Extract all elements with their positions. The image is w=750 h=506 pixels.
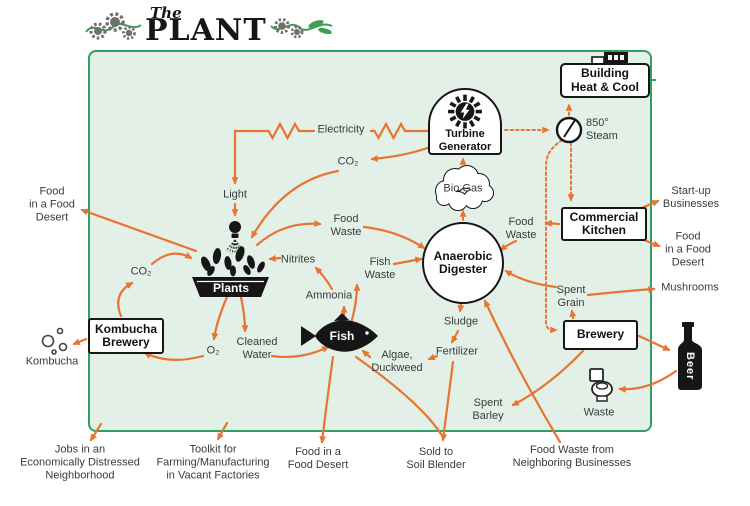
label-bio-gas: Bio Gas	[443, 182, 483, 195]
node-turbine-generator: Turbine Generator	[428, 88, 502, 155]
label-fertilizer: Fertilizer	[435, 345, 479, 358]
output-toolkit: Toolkit for Farming/Manufacturing in Vac…	[156, 443, 270, 482]
label-ammonia: Ammonia	[305, 289, 353, 302]
label-waste: Waste	[583, 406, 615, 419]
label-co2-from-kombucha: CO₂	[130, 265, 152, 278]
label-nitrites: Nitrites	[280, 253, 316, 266]
logo-plant: PLANT	[145, 12, 267, 48]
logo-the: The	[150, 3, 182, 22]
output-mushrooms: Mushrooms	[661, 281, 719, 294]
output-jobs: Jobs in an Economically Distressed Neigh…	[20, 443, 140, 482]
beer-label: Beer	[684, 351, 696, 381]
label-algae-duckweed: Algae, Duckweed	[371, 349, 423, 374]
label-food-waste-plants: Food Waste	[330, 213, 362, 238]
label-sludge: Sludge	[443, 315, 479, 328]
plants-label: Plants	[212, 281, 250, 295]
turbine-icon	[448, 94, 482, 129]
node-anaerobic-digester: Anaerobic Digester	[422, 222, 504, 304]
label-light: Light	[223, 188, 247, 201]
label-food-waste-kitchen: Food Waste	[505, 216, 537, 241]
output-food-desert-bottom: Food in a Food Desert	[287, 446, 349, 471]
logo-vine-gears-left-icon	[85, 12, 142, 40]
flow-kombucha-brewery-to-kombucha	[72, 337, 88, 346]
label-spent-grain: Spent Grain	[556, 284, 586, 309]
output-sold-soil-blender: Sold to Soil Blender	[406, 446, 466, 471]
label-co2-from-turbine: CO₂	[337, 155, 359, 168]
turbine-generator-label: Turbine Generator	[438, 128, 492, 153]
label-cleaned-water: Cleaned Water	[236, 336, 278, 361]
node-building-heat-cool: Building Heat & Cool	[560, 63, 650, 98]
label-o2: O₂	[206, 344, 220, 357]
kombucha-bubbles-icon	[41, 327, 68, 355]
output-food-desert-right: Food in a Food Desert	[665, 230, 711, 269]
node-kombucha-brewery: Kombucha Brewery	[88, 318, 164, 354]
output-food-desert-left: Food in a Food Desert	[29, 185, 75, 224]
output-food-waste-neighboring: Food Waste from Neighboring Businesses	[512, 444, 632, 469]
facility-boundary-panel	[88, 50, 652, 432]
fish-label: Fish	[329, 329, 355, 343]
label-steam: 850° Steam	[586, 117, 618, 142]
label-spent-barley: Spent Barley	[472, 397, 504, 422]
node-commercial-kitchen: Commercial Kitchen	[561, 207, 647, 241]
output-startup-businesses: Start-up Businesses	[662, 185, 720, 210]
logo-vine-gears-right-icon	[269, 18, 333, 39]
label-fish-waste: Fish Waste	[364, 256, 396, 281]
node-brewery: Brewery	[563, 320, 638, 350]
label-electricity: Electricity	[317, 123, 365, 136]
label-kombucha: Kombucha	[25, 355, 79, 368]
